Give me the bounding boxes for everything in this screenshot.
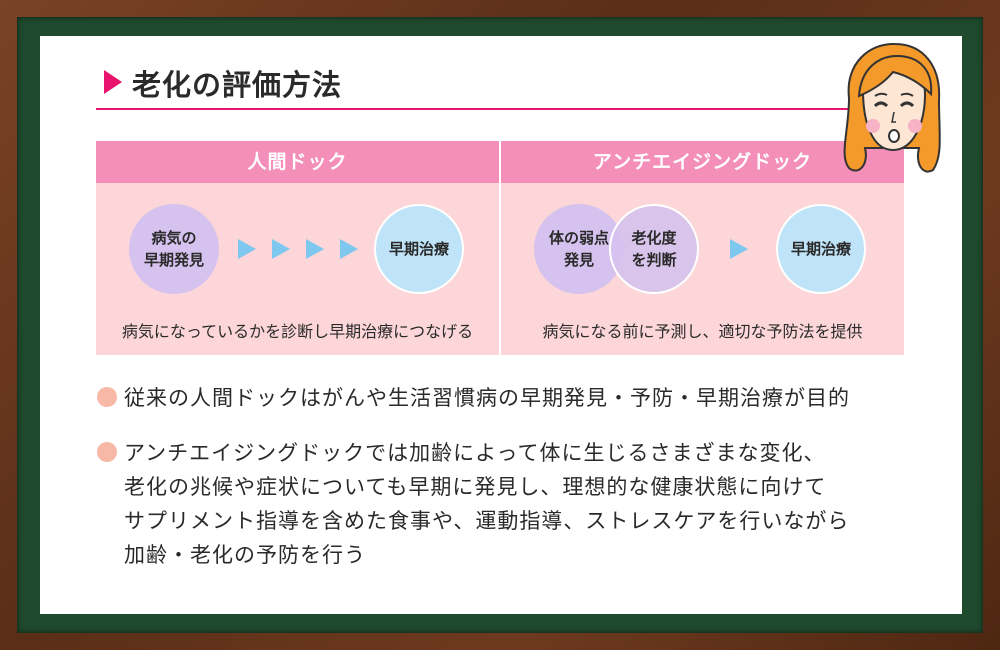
circle-aging-degree: 老化度 を判断 [609,204,699,294]
circle-early-detection: 病気の 早期発見 [129,204,219,294]
comparison-table: 人間ドック アンチエイジングドック 病気の 早期発見 早期治療 病気になっている… [96,141,904,355]
title-underline [96,108,866,110]
arrow-right-icon [238,239,256,259]
arrow-right-icon [306,239,324,259]
bullet-dot [97,442,117,462]
circle-text: 病気の [151,229,197,247]
column-divider [499,141,501,355]
circle-early-treatment: 早期治療 [374,204,464,294]
bullet-dot [97,387,117,407]
circle-early-treatment-right: 早期治療 [776,204,866,294]
circle-text: 発見 [563,251,594,269]
circle-text: 老化度 [631,229,677,247]
header-anti-aging-dock: アンチエイジングドック [592,151,813,173]
circle-text: 早期治療 [388,240,449,258]
bullet-text: 従来の人間ドックはがんや生活習慣病の早期発見・予防・早期治療が目的 [124,386,850,410]
caption-human-dock: 病気になっているかを診断し早期治療につなげる [121,322,474,341]
circle-text: 早期治療 [790,240,851,258]
arrow-right-icon [340,239,358,259]
bullet-text: サプリメント指導を含めた食事や、運動指導、ストレスケアを行いながら [124,509,850,533]
circle-text: を判断 [631,251,677,269]
arrow-right-icon [730,239,748,259]
bullet-text: 加齢・老化の予防を行う [124,543,366,567]
arrow-right-icon [272,239,290,259]
bullet-text: アンチエイジングドックでは加齢によって体に生じるさまざまな変化、 [124,441,826,465]
page-title: 老化の評価方法 [132,68,343,102]
header-human-dock: 人間ドック [247,151,348,173]
woman-face-illustration [843,42,941,173]
caption-anti-aging-dock: 病気になる前に予測し、適切な予防法を提供 [542,322,863,341]
circle-text: 体の弱点 [548,229,609,247]
bullet-text: 老化の兆候や症状についても早期に発見し、理想的な健康状態に向けて [124,475,827,499]
circle-text: 早期発見 [143,251,204,269]
triangle-right-icon [104,70,122,94]
